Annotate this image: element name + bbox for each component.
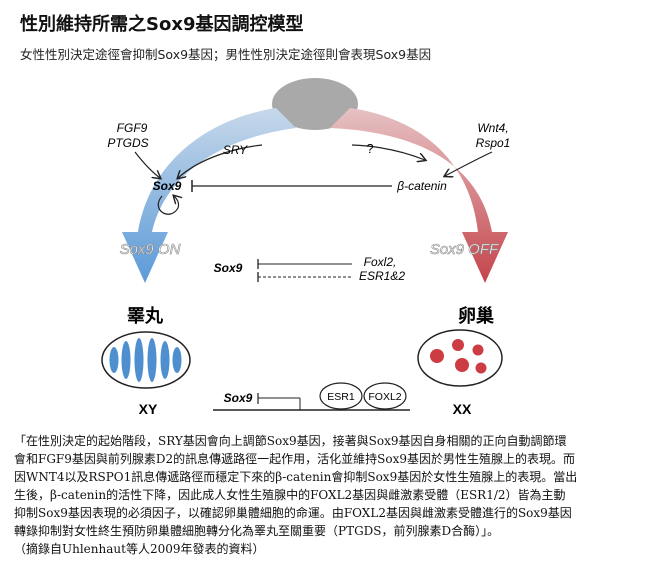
caption-line: 轉錄抑制對女性終生預防卵巢體細胞轉分化為睪丸至關重要（PTGDS，前列腺素D合酶… [14,524,500,538]
sox9-autoregulation-loop [157,196,178,215]
caption-line: 抑制Sox9基因表現的必須因子，以確認卵巢體細胞的命運。由FOXL2基因與雌激素… [14,506,572,520]
esr12-label: ESR1&2 [359,269,405,283]
rspo1-label: Rspo1 [476,136,511,150]
foxl2-box [363,382,407,410]
sox9-mid-label: Sox9 [214,261,243,275]
ptgds-label: PTGDS [107,136,148,150]
page-title: 性別維持所需之Sox9基因調控模型 [20,14,304,35]
testis-cord [109,347,119,373]
fgf9-arrow [134,151,160,178]
caption-line: 因WNT4以及RSPO1訊息傳遞路徑而穩定下來的β-catenin會抑制Sox9… [14,470,578,484]
page-subtitle: 女性性別決定途徑會抑制Sox9基因；男性性別決定途徑則會表現Sox9基因 [20,47,432,62]
sox9-on-label: Sox9 ON [120,241,181,258]
question-arrow [351,144,425,160]
question-label: ? [366,141,373,156]
caption-line: 生後，β-catenin的活性下降，因此成人女性生殖腺中的FOXL2基因與雌激素… [14,488,566,502]
testis-cord [147,338,157,382]
ovary-follicle [452,339,464,351]
testis-cord [121,341,131,379]
sry-label: SRY [223,143,248,157]
caption: 「在性別決定的起始階段，SRY基因會向上調節Sox9基因，接著與Sox9基因自身… [14,432,650,558]
sox9-regulation-diagram: FGF9 PTGDS Wnt4, Rspo1 SRY ? Sox9 β-cate… [101,78,511,417]
testis-cord [134,338,144,382]
foxl2-box-label: FOXL2 [368,391,401,403]
fgf9-label: FGF9 [117,121,148,135]
male-pathway-arrow [122,108,296,283]
ovary-follicle [455,358,469,372]
sry-arrow [178,144,263,178]
female-pathway-arrow [330,108,508,283]
caption-citation: （摘錄自Uhlenhaut等人2009年發表的資料） [14,542,265,556]
sox9-top-label: Sox9 [153,179,182,193]
testis-label: 睪丸 [127,306,164,327]
esr1-box [319,382,363,410]
caption-line: 會和FGF9基因與前列腺素D2的訊息傳遞路徑一起作用，活化並維持Sox9基因於男… [14,452,575,466]
foxl2-label: Foxl2, [364,255,397,269]
ovary-follicle [475,362,487,374]
testis-cord [160,341,170,379]
sox9-gene-label: Sox9 [224,391,253,405]
ovary-follicle [430,349,444,363]
ovary-label: 卵巢 [458,305,494,327]
xx-label: XX [453,401,472,417]
sox9-off-label: Sox9 OFF [430,241,499,258]
xy-label: XY [139,401,158,417]
wnt4-label: Wnt4, [477,121,508,135]
testis-cord [172,347,182,373]
caption-line: 「在性別決定的起始階段，SRY基因會向上調節Sox9基因，接著與Sox9基因自身… [14,434,567,448]
wnt4-arrow [445,151,493,176]
esr1-label: ESR1 [327,391,355,403]
ovary-follicle [472,344,484,356]
beta-catenin-label: β-catenin [396,179,447,193]
bipotential-gonad [272,78,358,130]
